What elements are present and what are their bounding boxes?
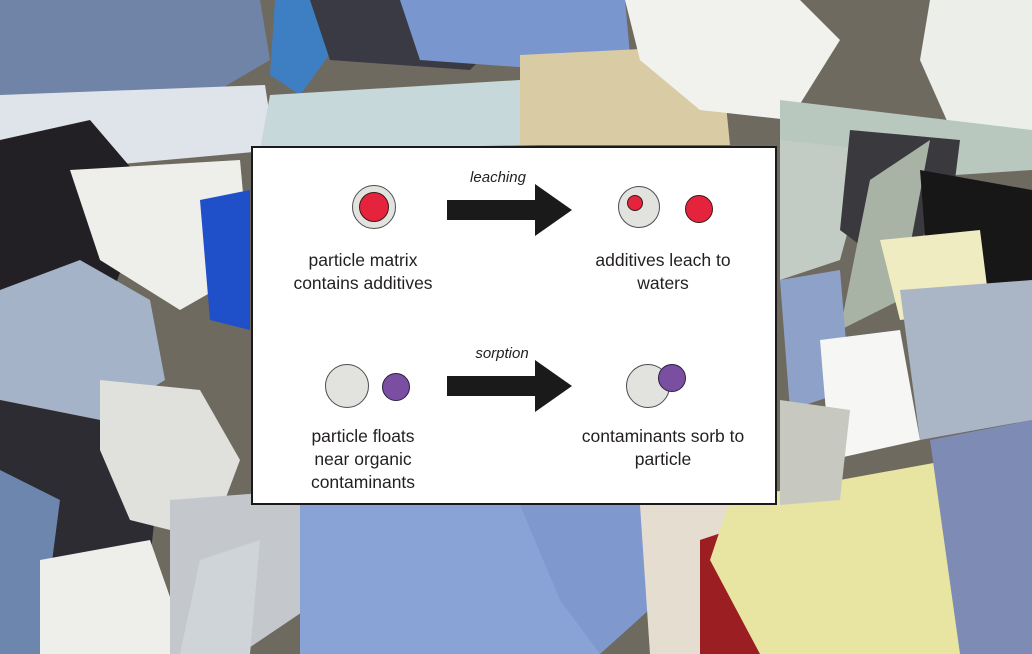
leaching-process-label: leaching <box>470 169 526 186</box>
particle-floating-circle <box>325 364 369 408</box>
leaching-after-label: additives leach to waters <box>595 250 731 293</box>
sorption-arrow-icon <box>447 360 572 412</box>
microplastic-process-diagram: particle matrix contains additives leach… <box>251 146 777 505</box>
sorption-process-label: sorption <box>475 345 529 362</box>
sorbed-contaminant-circle <box>658 364 686 392</box>
sorption-before-label: particle floats near organic contaminant… <box>310 426 416 492</box>
particle-after-leaching-circle <box>618 186 660 228</box>
organic-contaminant-circle <box>382 373 410 401</box>
additive-inside-particle-circle <box>359 192 389 222</box>
leaching-before-label: particle matrix contains additives <box>293 250 433 293</box>
sorption-after-label: contaminants sorb to particle <box>581 426 745 469</box>
leaching-additive-residual-circle <box>627 195 643 211</box>
leached-additive-circle <box>685 195 713 223</box>
leaching-arrow-icon <box>447 184 572 236</box>
